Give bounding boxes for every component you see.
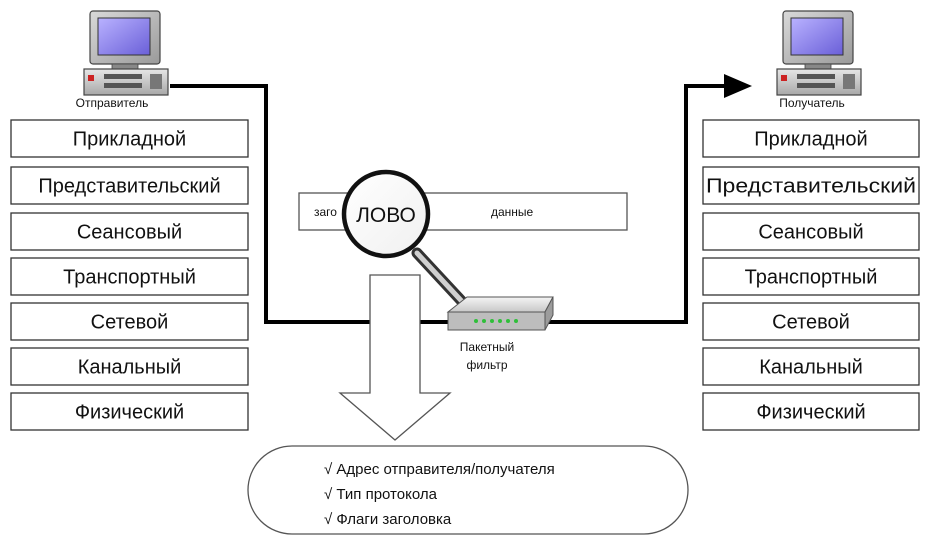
sender-layer-box (10, 257, 249, 296)
receiver-computer-icon (776, 10, 862, 96)
criteria-item: √ Флаги заголовка (324, 511, 452, 528)
receiver-layer-box (702, 257, 920, 296)
arrow-head-icon (724, 74, 752, 98)
receiver-label: Получатель (779, 96, 845, 110)
receiver-layer-box (702, 166, 920, 205)
sender-layer-label: Канальный (78, 357, 182, 379)
sender-layer-label: Сеансовый (77, 222, 182, 244)
receiver-layer-label: Сетевой (772, 312, 850, 334)
receiver-layer-box (702, 212, 920, 251)
receiver-layer-label: Представительский (706, 176, 916, 198)
filter-to-receiver-line (545, 84, 726, 324)
receiver-layer-stack: Прикладной Представительский Сеансовый Т… (702, 119, 920, 431)
network-lines (170, 74, 752, 324)
sender-layer-box (10, 166, 249, 205)
sender-layer-label: Сетевой (91, 312, 169, 334)
sender-label: Отправитель (76, 96, 149, 110)
sender-layer-box (10, 347, 249, 386)
receiver-layer-box (702, 347, 920, 386)
sender-layer-label: Представительский (38, 176, 220, 198)
sender-layer-label: Прикладной (73, 129, 186, 151)
sender-layer-stack: Прикладной Представительский Сеансовый Т… (10, 119, 249, 431)
criteria-box: √ Адрес отправителя/получателя √ Тип про… (247, 445, 689, 535)
receiver-layer-label: Сеансовый (758, 222, 863, 244)
receiver-layer-label: Транспортный (745, 267, 878, 289)
sender-to-filter-line (170, 84, 455, 324)
filter-label-line2: фильтр (466, 358, 507, 372)
sender-layer-box (10, 302, 249, 341)
sender-computer-icon (83, 10, 169, 96)
down-arrow-icon (338, 274, 452, 441)
receiver-layer-label: Канальный (759, 357, 863, 379)
sender-layer-box (10, 119, 249, 158)
criteria-item: √ Адрес отправителя/получателя (324, 461, 555, 478)
router-icon (446, 296, 554, 331)
sender-layer-box (10, 392, 249, 431)
sender-layer-box (10, 212, 249, 251)
receiver-layer-box (702, 302, 920, 341)
packet-data-label: данные (491, 205, 534, 219)
receiver-layer-label: Физический (756, 402, 865, 424)
packet-header-text: заго (314, 205, 337, 219)
magnifier-icon: ЛОВО (341, 169, 475, 315)
magnified-header-text: ЛОВО (356, 204, 416, 227)
receiver-layer-box (702, 119, 920, 158)
filter-label-line1: Пакетный (460, 340, 514, 354)
sender-layer-label: Физический (75, 402, 184, 424)
receiver-layer-box (702, 392, 920, 431)
receiver-layer-label: Прикладной (754, 129, 867, 151)
criteria-item: √ Тип протокола (324, 486, 438, 503)
sender-layer-label: Транспортный (63, 267, 196, 289)
